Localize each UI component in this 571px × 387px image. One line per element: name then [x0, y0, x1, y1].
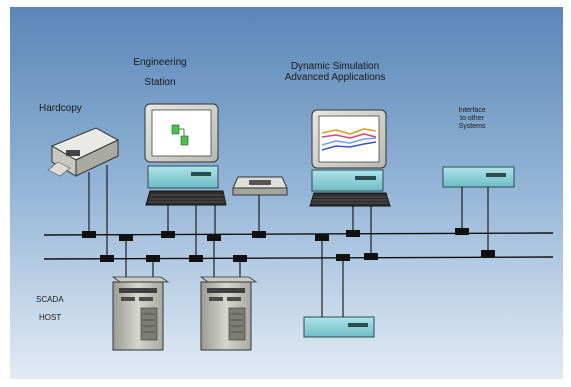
bus-connectors	[82, 228, 495, 262]
scada-server-1-icon	[111, 276, 170, 351]
interface-device-icon	[442, 166, 515, 188]
scada-label: SCADA	[36, 295, 64, 304]
interface-label-line1: Interface	[458, 107, 486, 114]
dynamic-label-line2: Advanced Applications	[284, 72, 386, 83]
engineering-cpu-icon	[147, 165, 219, 189]
printer-icon	[47, 127, 120, 177]
connection-lines	[88, 165, 489, 317]
engineering-monitor-icon	[144, 103, 219, 163]
simulation-cpu-icon	[311, 169, 384, 192]
engineering-label-line1: Engineering	[133, 57, 187, 68]
engineering-label-line2: Station	[144, 77, 176, 88]
scada-server-2-icon	[199, 276, 258, 351]
dynamic-label-line1: Dynamic Simulation	[290, 61, 380, 72]
network-bus-b	[43, 256, 554, 260]
modem-icon	[232, 176, 288, 196]
simulation-keyboard-icon	[309, 192, 391, 207]
bottom-device-icon	[303, 316, 375, 338]
simulation-monitor-icon	[311, 109, 387, 169]
hardcopy-label: Hardcopy	[39, 103, 82, 114]
host-label: HOST	[39, 313, 62, 322]
engineering-keyboard-icon	[145, 190, 227, 206]
interface-label-line3: Systems	[458, 123, 486, 130]
interface-label-line2: to other	[460, 115, 484, 122]
